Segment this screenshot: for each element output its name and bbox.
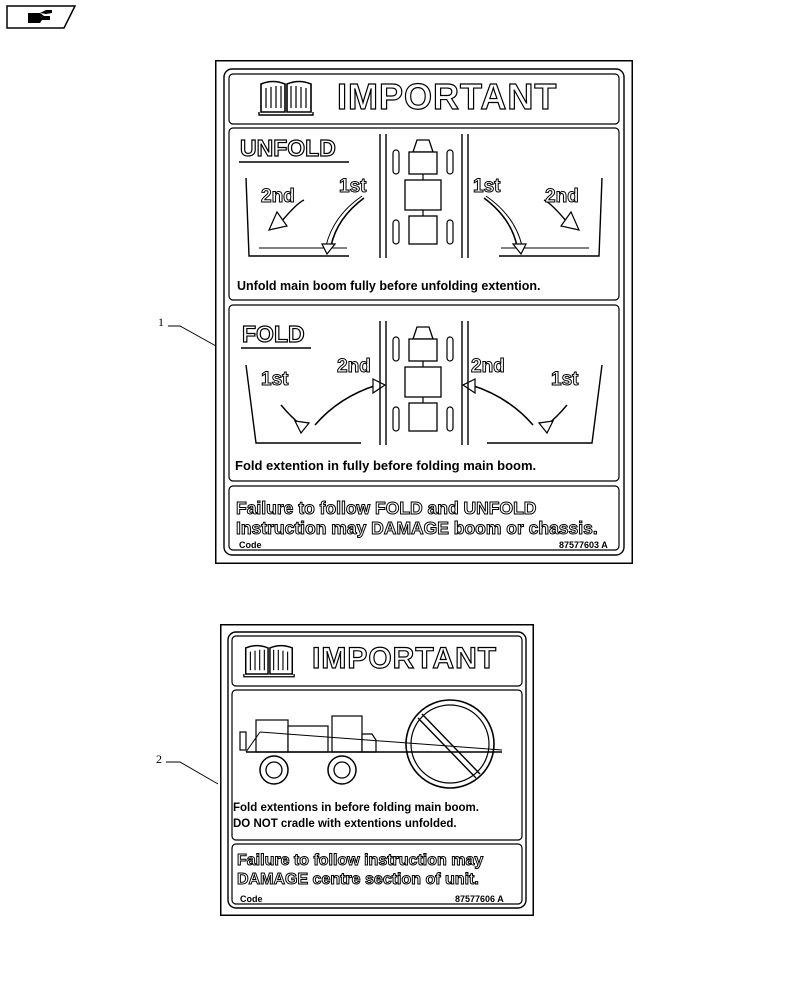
callout-leader-1: [168, 325, 217, 347]
decal1-code-label: Code: [239, 540, 262, 550]
fold-right-second-label: 2nd: [471, 356, 506, 378]
unfold-diagram: [245, 134, 603, 258]
decal2-header: IMPORTANT: [311, 641, 498, 675]
callout-leader-2: [166, 761, 219, 785]
callout-number-2: 2: [156, 752, 162, 766]
decal2-instruction-line1: Fold extentions in before folding main b…: [233, 802, 479, 814]
unfold-right-first-label: 1st: [472, 176, 501, 198]
fold-title-underline: [241, 347, 311, 349]
fold-diagram: [245, 321, 603, 445]
unfold-title: UNFOLD: [239, 134, 336, 161]
hand-pointer-icon: [6, 5, 76, 29]
open-book-icon: [258, 80, 314, 116]
decal1-header: IMPORTANT: [336, 75, 558, 117]
unfold-right-second-label: 2nd: [545, 186, 580, 208]
decal-fold-unfold: IMPORTANT UNFOLD 2nd 1st: [215, 60, 633, 564]
decal2-instruction-line2: DO NOT cradle with extentions unfolded.: [233, 818, 457, 830]
decal1-code-value: 87577603 A: [559, 540, 608, 550]
decal2-code-label: Code: [240, 894, 263, 904]
decal2-code-value: 87577606 A: [455, 894, 504, 904]
fold-right-first-label: 1st: [550, 369, 579, 391]
unfold-left-second-label: 2nd: [261, 186, 296, 208]
unfold-left-first-label: 1st: [338, 176, 367, 198]
cradle-diagram: [239, 699, 503, 789]
open-book-icon: [243, 644, 295, 678]
decal-centre-section: IMPORTANT Fold extentions in before fold…: [220, 624, 534, 916]
callout-number-1: 1: [158, 315, 164, 329]
fold-instruction: Fold extention in fully before folding m…: [235, 458, 537, 473]
decal1-warning-line2: Instruction may DAMAGE boom or chassis.: [236, 518, 599, 539]
fold-title: FOLD: [241, 320, 305, 347]
unfold-title-underline: [239, 161, 349, 163]
decal2-warning-line1: Failure to follow instruction may: [236, 852, 484, 870]
decal1-warning-line1: Failure to follow FOLD and UNFOLD: [235, 498, 537, 519]
nav-button[interactable]: [6, 5, 76, 29]
decal2-warning-line2: DAMAGE centre section of unit.: [237, 871, 480, 889]
fold-left-first-label: 1st: [260, 369, 289, 391]
fold-left-second-label: 2nd: [337, 356, 372, 378]
unfold-instruction: Unfold main boom fully before unfolding …: [237, 279, 541, 293]
